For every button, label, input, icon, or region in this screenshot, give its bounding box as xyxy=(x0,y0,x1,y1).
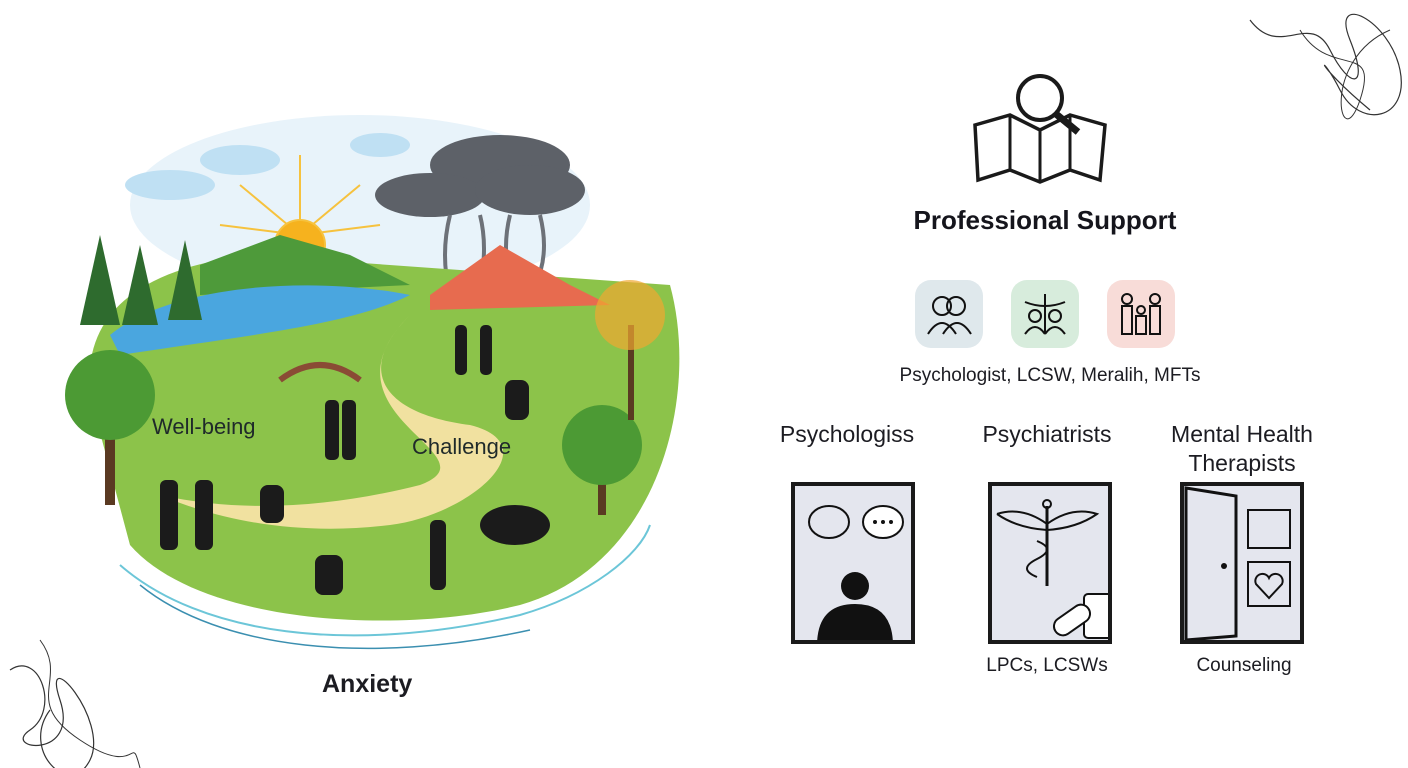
therapist-panel xyxy=(1180,482,1304,644)
tree-icon xyxy=(562,405,642,515)
psychiatrist-panel xyxy=(988,482,1115,644)
brain-speech-person-icon xyxy=(808,505,904,646)
section-title: Professional Support xyxy=(913,205,1177,235)
person-silhouette-icon xyxy=(160,325,550,595)
bridge-icon xyxy=(278,362,362,383)
map-search-icon xyxy=(973,74,1107,184)
autumn-tree-icon xyxy=(595,280,665,420)
family-icon xyxy=(1121,293,1161,335)
wellbeing-label: Well-being xyxy=(152,414,256,439)
professions-caption: Psychologist, LCSW, Meralih, MFTs xyxy=(899,365,1201,386)
family-badge xyxy=(1107,280,1175,348)
psychologist-panel xyxy=(791,482,915,646)
scribble-decoration xyxy=(1249,13,1402,120)
storm-cloud-icon xyxy=(375,135,585,217)
psychologist-badge xyxy=(915,280,983,348)
column-heading: Psychiatrists xyxy=(982,421,1112,447)
therapist-caption: Counseling xyxy=(1196,655,1292,676)
tree-icon xyxy=(80,235,202,325)
caduceus-people-icon xyxy=(1024,294,1066,335)
landscape-illustration xyxy=(65,115,680,650)
people-group-icon xyxy=(927,296,972,335)
column-heading: Psychologiss xyxy=(779,421,915,447)
caduceus-pills-icon xyxy=(996,499,1115,639)
medical-badge xyxy=(1011,280,1079,348)
column-heading: Mental Health Therapists xyxy=(1171,421,1313,476)
scribble-decoration xyxy=(9,639,141,768)
anxiety-label: Anxiety xyxy=(322,670,413,698)
challenge-label: Challenge xyxy=(412,434,512,459)
tree-icon xyxy=(65,350,155,505)
open-door-icon xyxy=(1184,486,1291,642)
psychiatrist-caption: LPCs, LCSWs xyxy=(986,655,1108,676)
cloud-icon xyxy=(125,133,410,200)
